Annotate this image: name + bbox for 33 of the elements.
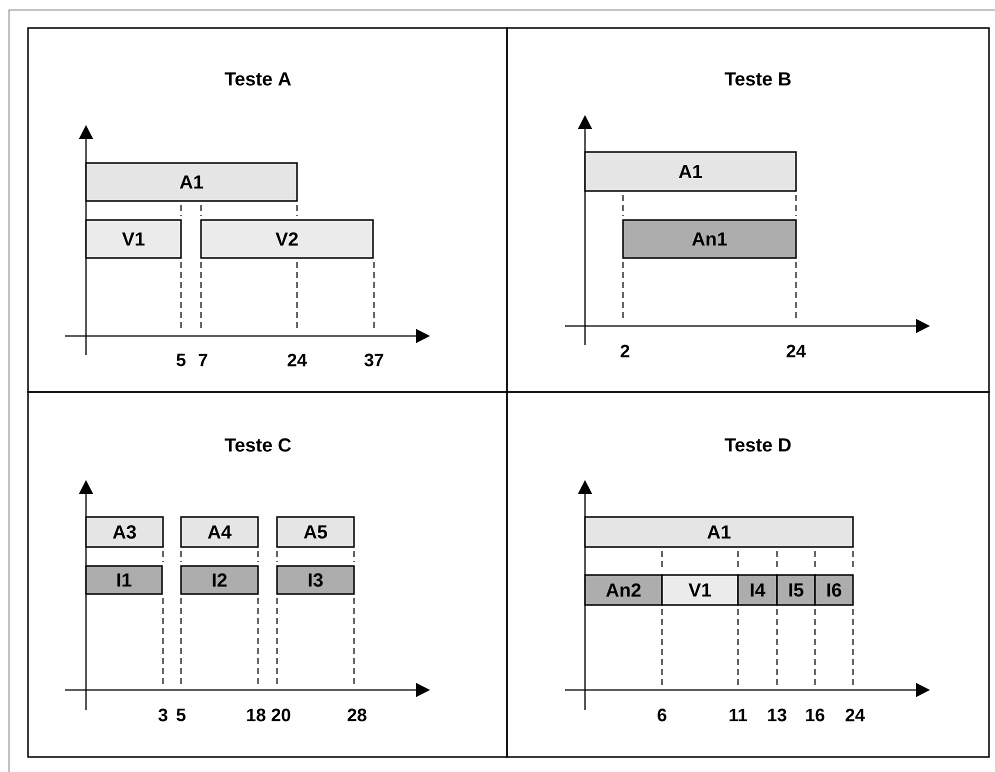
time-bar: I5 [776, 574, 816, 606]
tick-label: 24 [288, 354, 307, 366]
tick-label: 5 [176, 708, 186, 722]
time-bar: An2 [584, 574, 663, 606]
time-bar: A1 [85, 162, 298, 202]
tick-label: 5 [176, 354, 186, 366]
time-bar: I3 [276, 565, 355, 595]
time-bar: V1 [85, 219, 182, 259]
time-bar: A3 [85, 516, 164, 548]
tick-label: 13 [768, 708, 786, 722]
tick-label: 28 [348, 708, 366, 722]
time-bar: I6 [814, 574, 854, 606]
tick-label: 2 [620, 344, 630, 358]
tick-label: 20 [272, 708, 290, 722]
tick-label: 37 [364, 354, 384, 366]
time-bar: V1 [661, 574, 739, 606]
tick-label: 6 [658, 708, 666, 722]
time-bar: I2 [180, 565, 259, 595]
tick-label: 16 [806, 708, 824, 722]
tick-label: 18 [247, 708, 266, 722]
tick-label: 24 [846, 708, 865, 722]
time-bar: I4 [737, 574, 778, 606]
time-bar: A1 [584, 516, 854, 548]
time-bar: An1 [622, 219, 797, 259]
time-bar: A5 [276, 516, 355, 548]
tick-label: 7 [198, 354, 208, 366]
time-bar: V2 [200, 219, 374, 259]
tick-label: 3 [158, 708, 168, 722]
tick-label: 11 [730, 708, 747, 722]
time-bar: A4 [180, 516, 259, 548]
time-bar: I1 [85, 565, 163, 595]
time-bar: A1 [584, 151, 797, 192]
tick-label: 24 [786, 344, 806, 358]
